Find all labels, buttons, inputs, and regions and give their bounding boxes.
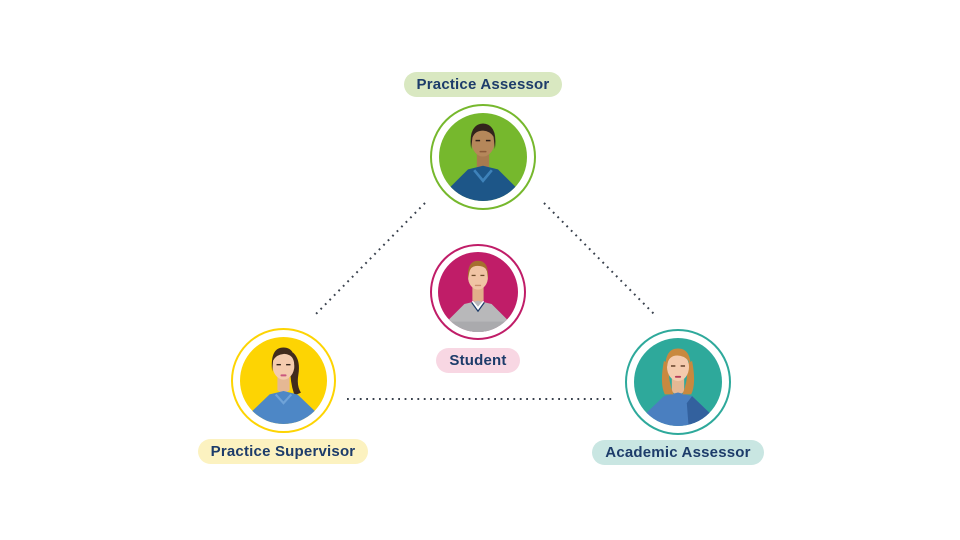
node-practice-supervisor: Practice Supervisor (197, 328, 369, 464)
connector-assessor-supervisor (312, 202, 426, 318)
node-student: Student (413, 244, 543, 373)
practice-supervisor-circle (230, 328, 336, 433)
woman-ginger-hair-avatar-icon (643, 348, 713, 426)
connector-assessor-academic (543, 202, 657, 317)
practice-assessor-label: Practice Assessor (403, 72, 563, 97)
student-label: Student (436, 348, 520, 373)
node-practice-assessor: Practice Assessor (403, 72, 563, 210)
academic-assessor-circle (625, 329, 731, 435)
student-circle (430, 244, 526, 340)
man-grey-sweater-avatar-icon (446, 260, 510, 332)
node-academic-assessor: Academic Assessor (592, 329, 764, 465)
woman-dark-ponytail-avatar-icon (249, 347, 317, 424)
academic-assessor-label: Academic Assessor (592, 440, 764, 465)
man-dark-hair-avatar-icon (448, 123, 518, 201)
practice-supervisor-label: Practice Supervisor (197, 439, 369, 464)
practice-assessor-circle (430, 104, 536, 210)
